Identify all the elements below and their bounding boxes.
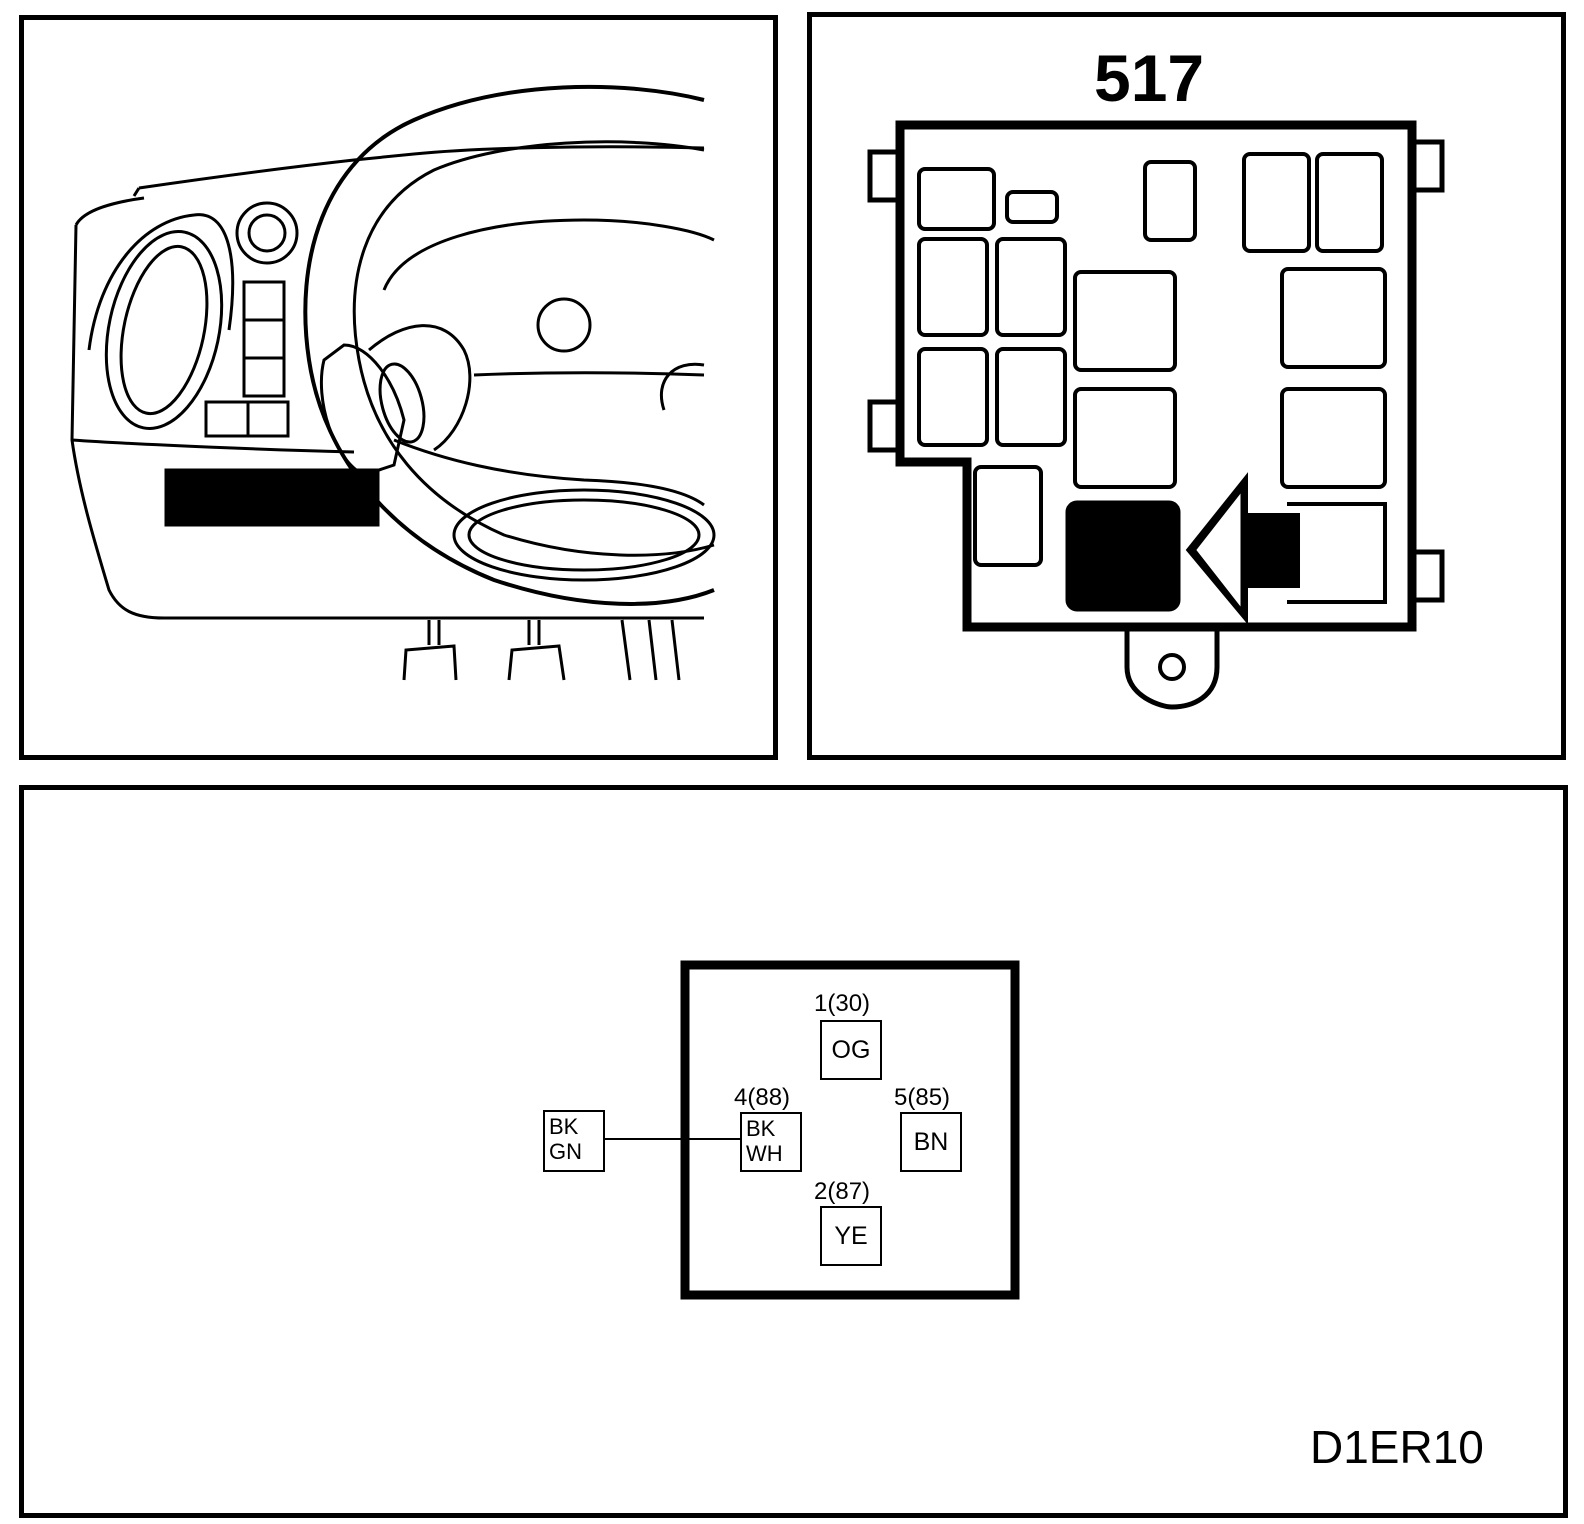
pin-5-wire-color: BN [900,1112,962,1172]
dashboard-location-panel [19,15,778,760]
pin-4-wire-color: BK WH [740,1112,802,1172]
relay-connector-drawing [603,960,1020,1300]
pin-4-label: 4(88) [734,1084,791,1111]
pin-1-label: 1(30) [814,990,871,1017]
figure-code: D1ER10 [1310,1421,1484,1473]
pin-2-wire-color: YE [820,1206,882,1266]
fuse-box-drawing [867,120,1445,710]
fuse-box-panel: 517 [807,12,1566,760]
pin-2-label: 2(87) [814,1178,871,1205]
dashboard-drawing [70,84,716,681]
fuse-box-number: 517 [1094,41,1205,115]
relay-pinout-panel: 1(30) OG 4(88) BK WH 5(85) BN 2(87) YE B… [19,785,1568,1518]
external-wire-color: BK GN [543,1110,605,1172]
pin-5-label: 5(85) [894,1084,951,1111]
pin-1-wire-color: OG [820,1020,882,1080]
